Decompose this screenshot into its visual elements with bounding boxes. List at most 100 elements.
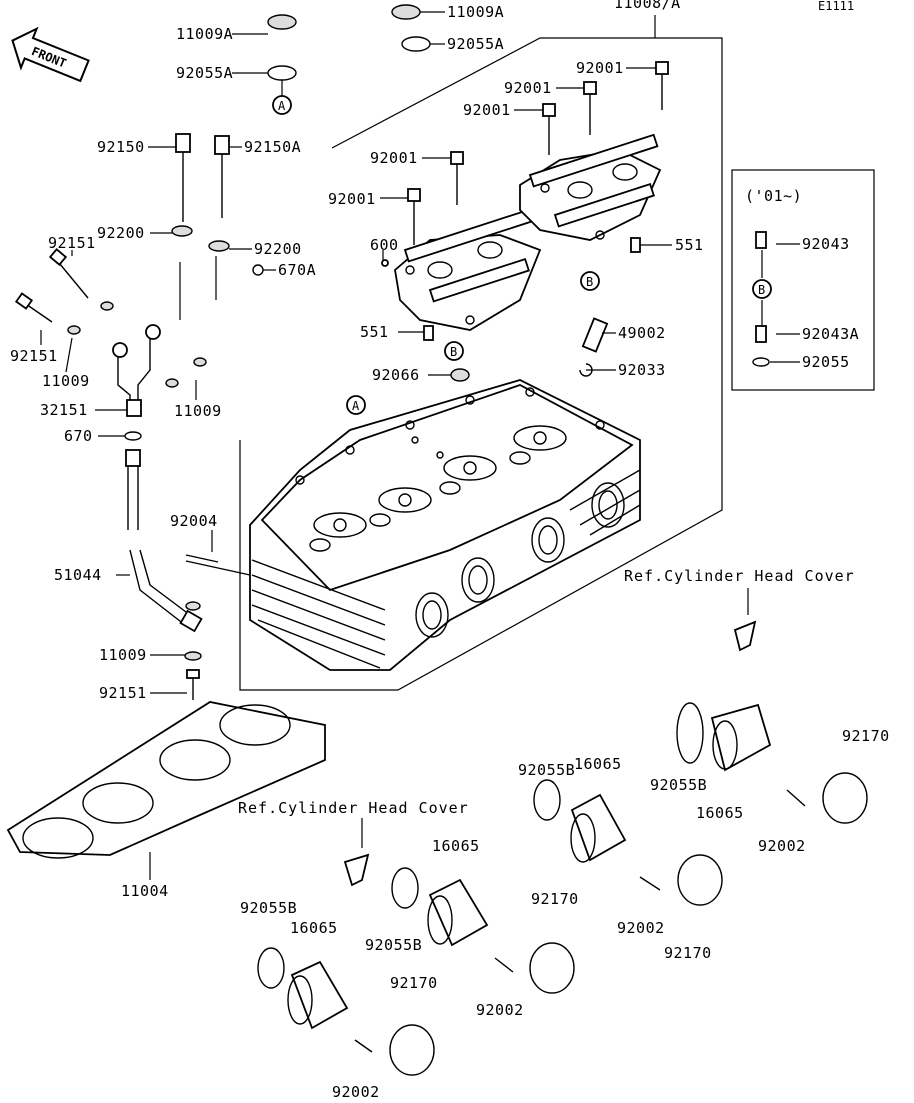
- part-label: 11009A: [176, 25, 233, 43]
- part-label: 92001: [463, 101, 511, 119]
- bolts-92151-top: [14, 248, 207, 388]
- part-label: 92043A: [802, 325, 859, 343]
- assembly-outline: [239, 37, 723, 691]
- dowel-92043A: [755, 325, 767, 343]
- ref-cylinder-head-cover-left: Ref.Cylinder Head Cover: [238, 799, 469, 817]
- oring-670A: [252, 264, 264, 276]
- part-label: 16065: [290, 919, 338, 937]
- part-label: 92170: [390, 974, 438, 992]
- variant-box-label: ('01~): [745, 187, 802, 205]
- part-label: 11009: [99, 646, 147, 664]
- cylinder-head: [249, 379, 641, 671]
- part-label: 92200: [254, 240, 302, 258]
- marker-B-variant: B: [752, 279, 772, 299]
- oring-92055: [752, 357, 770, 367]
- dowel-551-a: [423, 325, 434, 341]
- bolt-92151-bottom: [186, 669, 200, 700]
- cover-bracket-icon-right: [733, 620, 757, 652]
- dowel-551-b: [630, 237, 641, 253]
- head-bolt-92150A: [214, 135, 230, 218]
- leader-lines: [40, 11, 800, 880]
- part-label: 92043: [802, 235, 850, 253]
- intake-holder-center: [391, 867, 575, 994]
- part-label: 670: [64, 427, 93, 445]
- part-label: 16065: [574, 755, 622, 773]
- cap-11009A-a: [267, 14, 297, 30]
- part-label: 16065: [432, 837, 480, 855]
- part-label: 92170: [842, 727, 890, 745]
- part-label: 92170: [664, 944, 712, 962]
- part-label: 670A: [278, 261, 316, 279]
- part-label: 92151: [99, 684, 147, 702]
- oring-92055A-a: [267, 65, 297, 81]
- front-arrow-icon: FRONT: [11, 26, 90, 83]
- oring-670: [124, 431, 142, 441]
- part-label: 551: [360, 323, 389, 341]
- svg-text:A: A: [352, 399, 360, 413]
- part-label: 92001: [576, 59, 624, 77]
- intake-holder-left: [257, 947, 435, 1076]
- oring-92055A-b: [401, 36, 431, 52]
- tensioner-49002: [581, 317, 609, 353]
- part-label: 92150A: [244, 138, 301, 156]
- part-label: 11008/A: [614, 0, 681, 12]
- part-labels: 11008/A 11009A 92055A 11009A 92055A 9215…: [10, 0, 890, 1101]
- head-gasket-11004: [6, 701, 326, 859]
- part-label: 92170: [531, 890, 579, 908]
- part-label: 16065: [696, 804, 744, 822]
- cover-bracket-icon-left: [343, 853, 370, 887]
- part-label: 92055B: [365, 936, 422, 954]
- part-label: 92055B: [518, 761, 575, 779]
- svg-text:B: B: [758, 283, 765, 297]
- marker-B-front: B: [444, 341, 464, 361]
- part-label: 92055A: [176, 64, 233, 82]
- oil-pipe-32151: [112, 324, 161, 417]
- part-label: 11009: [174, 402, 222, 420]
- part-label: 92200: [97, 224, 145, 242]
- camshaft-holder-rear: [519, 133, 662, 241]
- dowel-92043: [755, 231, 767, 249]
- stud-92004: [185, 554, 219, 569]
- part-label: 92001: [370, 149, 418, 167]
- part-label: 92151: [48, 234, 96, 252]
- head-bolt-92150: [175, 133, 191, 222]
- clip-92033: [579, 363, 593, 377]
- cap-11009A-b: [391, 4, 421, 20]
- part-label: 92055A: [447, 35, 504, 53]
- part-label: 92066: [372, 366, 420, 384]
- part-label: 51044: [54, 566, 102, 584]
- marker-B-rear: B: [580, 271, 600, 291]
- part-label: 92150: [97, 138, 145, 156]
- part-label: 92002: [617, 919, 665, 937]
- part-label: 92055B: [240, 899, 297, 917]
- washer-92200-b: [208, 240, 230, 252]
- part-label: 92001: [328, 190, 376, 208]
- part-label: 11004: [121, 882, 169, 900]
- marker-A-head: A: [346, 395, 366, 415]
- pin-600: [381, 259, 389, 267]
- oil-pipe-51044: [125, 449, 203, 633]
- intake-holder-right: [676, 702, 868, 824]
- washer-11009-c: [184, 651, 202, 661]
- svg-text:A: A: [278, 99, 286, 113]
- washer-92200-a: [171, 225, 193, 237]
- part-label: 92002: [476, 1001, 524, 1019]
- part-label: 92055: [802, 353, 850, 371]
- ref-cylinder-head-cover-right: Ref.Cylinder Head Cover: [624, 567, 855, 585]
- svg-text:B: B: [586, 275, 593, 289]
- camshaft-holder-front: [394, 208, 542, 331]
- part-label: 92055B: [650, 776, 707, 794]
- part-label: 92151: [10, 347, 58, 365]
- intake-holder-mid: [533, 779, 723, 906]
- part-label: 600: [370, 236, 399, 254]
- part-label: 92033: [618, 361, 666, 379]
- part-label: 32151: [40, 401, 88, 419]
- part-label: 92001: [504, 79, 552, 97]
- marker-A-top: A: [272, 95, 292, 115]
- variant-box: [731, 169, 875, 391]
- diagram-code: E1111: [818, 0, 854, 13]
- part-label: 49002: [618, 324, 666, 342]
- part-label: 92002: [758, 837, 806, 855]
